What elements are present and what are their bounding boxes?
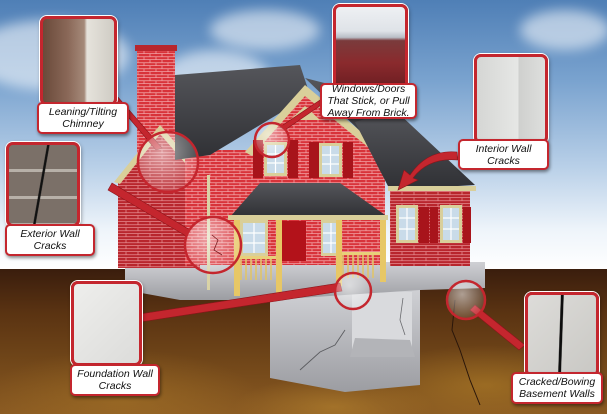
interior-wall-label: Interior Wall Cracks (458, 139, 549, 170)
exterior-wall-photo (6, 142, 80, 227)
label-line: Cracks (487, 154, 520, 167)
basement-walls-label: Cracked/Bowing Basement Walls (511, 372, 603, 404)
label-line: Windows/Doors (331, 83, 406, 95)
windows-label: Windows/Doors That Stick, or Pull Away F… (320, 83, 417, 119)
cloud (520, 10, 607, 50)
magnifier-window (253, 121, 291, 159)
label-line: Away From Brick. (327, 107, 410, 119)
window-upper-right (309, 142, 353, 178)
window-photo (333, 4, 408, 90)
main-roof (175, 65, 310, 160)
label-line: Leaning/Tilting (48, 106, 118, 118)
label-line: Exterior Wall (20, 228, 80, 240)
foundation-wall-photo (71, 281, 142, 366)
label-line: Interior Wall (475, 142, 532, 155)
window-wing-left (396, 205, 438, 243)
label-line: Basement Walls (519, 388, 595, 400)
label-line: Cracked/Bowing (518, 376, 596, 388)
front-door (282, 221, 306, 261)
label-line: Cracks (33, 240, 67, 252)
porch-roof (230, 183, 385, 217)
magnifier-exterior-wall (183, 215, 243, 275)
basement-wall-photo (525, 292, 599, 377)
label-line: That Stick, or Pull (327, 95, 410, 107)
interior-wall-photo (474, 54, 548, 144)
chimney-label: Leaning/Tilting Chimney (37, 102, 129, 134)
exterior-wall-label: Exterior Wall Cracks (5, 224, 95, 256)
magnifier-basement (445, 279, 487, 321)
magnifier-circles (136, 121, 487, 321)
cloud (210, 10, 320, 50)
chimney-photo (40, 16, 117, 106)
window-wing-right (440, 205, 471, 243)
label-line: Cracks (98, 380, 132, 392)
magnifier-chimney (136, 130, 200, 194)
magnifier-foundation (333, 271, 373, 311)
label-line: Chimney (62, 118, 104, 130)
foundation-wall-label: Foundation Wall Cracks (70, 364, 160, 396)
label-line: Foundation Wall (77, 368, 153, 380)
